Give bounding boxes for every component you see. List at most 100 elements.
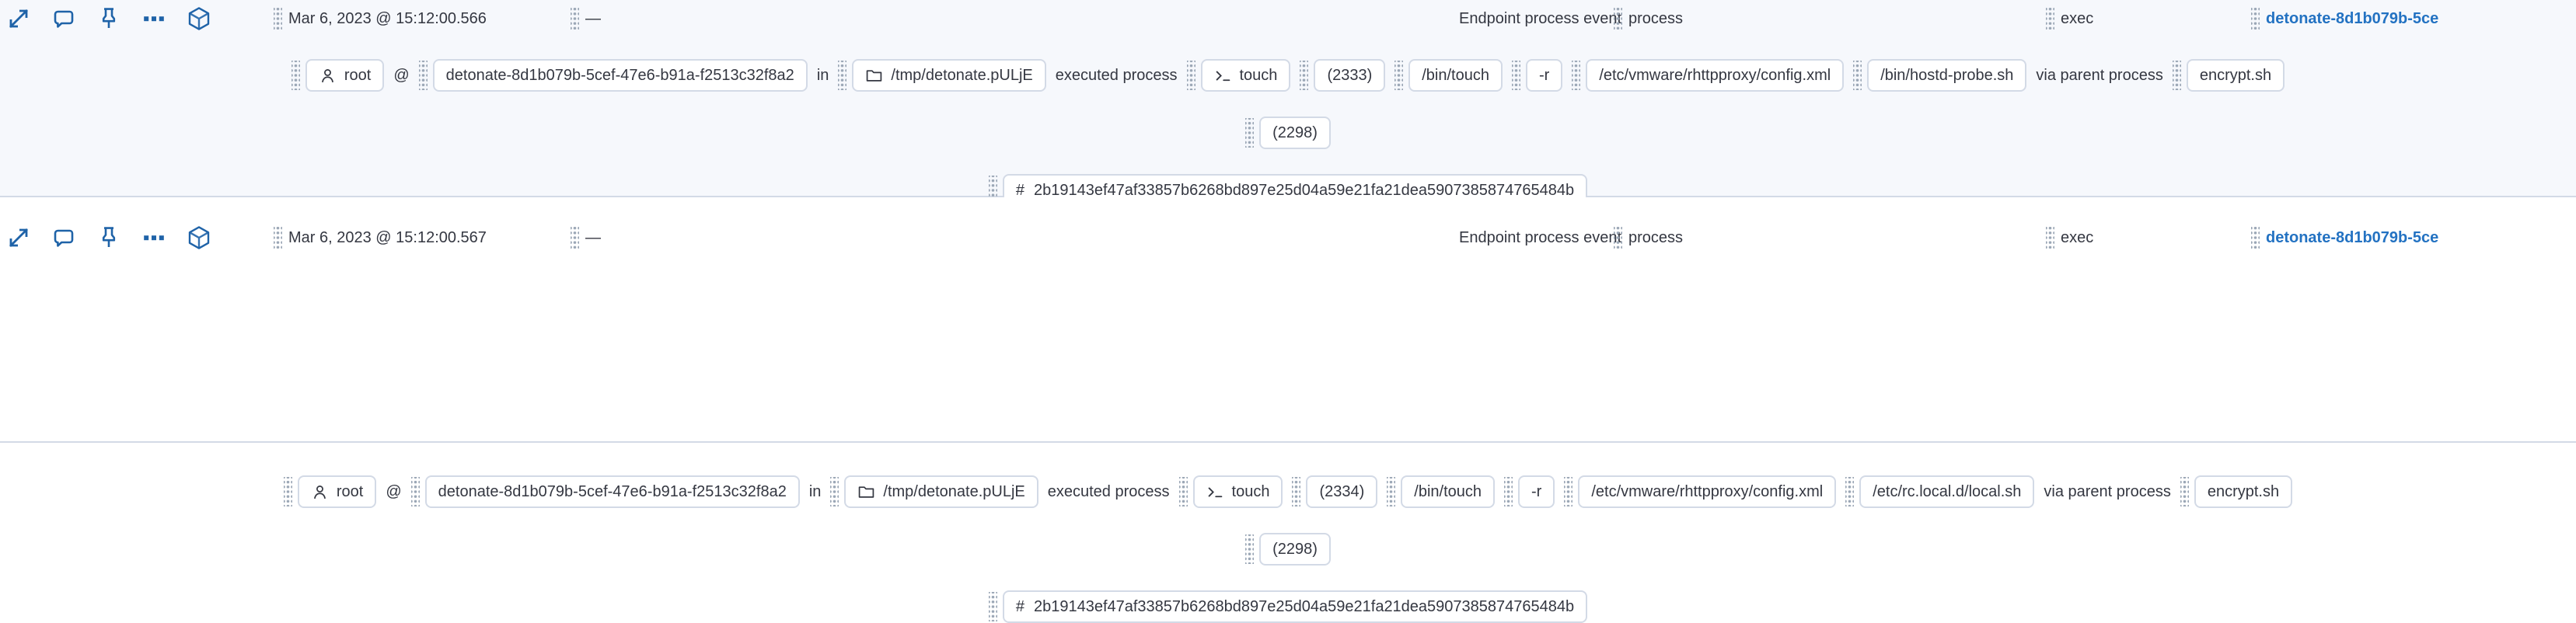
process-pid-badge[interactable]: (2334) [1306,475,1378,508]
drag-handle-icon[interactable] [1564,477,1573,506]
message-value: — [585,9,601,27]
host-name-cell[interactable]: detonate-8d1b079b-5ce [2251,2,2576,36]
drag-handle-icon[interactable] [291,61,300,90]
process-arg-badge[interactable]: -r [1518,475,1555,508]
drag-handle-icon[interactable] [1511,61,1520,90]
process-pid-field: (2333) [1300,59,1386,92]
host-field: detonate-8d1b079b-5cef-47e6-b91a-f2513c3… [418,59,808,92]
message-cell[interactable]: — [571,221,601,255]
event-category-cell[interactable]: process [1614,221,1683,255]
process-executable-badge[interactable]: /bin/touch [1408,59,1503,92]
user-name-badge[interactable]: root [297,475,377,508]
drag-handle-icon[interactable] [1186,61,1196,90]
event-category-cell[interactable]: process [1614,2,1683,36]
event-action-value: exec [2061,9,2094,27]
host-name-link[interactable]: detonate-8d1b079b-5ce [2266,228,2439,246]
more-actions-icon[interactable] [141,225,166,250]
drag-handle-icon[interactable] [2251,227,2260,249]
event-action-cell[interactable]: exec [2046,2,2093,36]
drag-handle-icon[interactable] [2172,61,2181,90]
comment-icon[interactable] [51,6,76,31]
timestamp-cell[interactable]: Mar 6, 2023 @ 15:12:00.566 [274,2,487,36]
process-name-badge[interactable]: touch [1200,59,1291,92]
working-directory-badge[interactable]: /tmp/detonate.pULjE [844,475,1038,508]
process-executable-badge[interactable]: /bin/touch [1401,475,1495,508]
user-icon [313,485,326,499]
parent-process-badge[interactable]: encrypt.sh [2194,475,2293,508]
drag-handle-icon[interactable] [1387,477,1396,506]
parent-pid-badge[interactable]: (2298) [1259,117,1331,149]
parent-pid: (2298) [1272,540,1318,558]
drag-handle-icon[interactable] [988,592,997,621]
process-arg-badge[interactable]: -r [1525,59,1563,92]
drag-handle-icon[interactable] [838,61,847,90]
in-word: in [816,66,829,84]
drag-handle-icon[interactable] [2180,477,2189,506]
drag-handle-icon[interactable] [1853,61,1862,90]
working-directory: /tmp/detonate.pULjE [883,482,1025,500]
drag-handle-icon[interactable] [1614,227,1622,249]
host-name-link[interactable]: detonate-8d1b079b-5ce [2266,9,2439,27]
expand-icon[interactable] [6,6,31,31]
timestamp-cell[interactable]: Mar 6, 2023 @ 15:12:00.567 [274,221,487,255]
more-actions-icon[interactable] [141,6,166,31]
hash-icon: # [1015,181,1024,199]
process-arg-badge[interactable]: /bin/hostd-probe.sh [1867,59,2027,92]
drag-handle-icon[interactable] [418,61,428,90]
event-timestamp: Mar 6, 2023 @ 15:12:00.566 [288,9,487,27]
drag-handle-icon[interactable] [571,8,579,30]
drag-handle-icon[interactable] [1292,477,1301,506]
drag-handle-icon[interactable] [1245,534,1255,564]
process-arg: /etc/rc.local.d/local.sh [1873,482,2022,500]
working-directory-badge[interactable]: /tmp/detonate.pULjE [852,59,1046,92]
process-executable: /bin/touch [1414,482,1482,500]
process-arg-badge[interactable]: /etc/rc.local.d/local.sh [1859,475,2035,508]
event-action-cell[interactable]: exec [2046,221,2093,255]
drag-handle-icon[interactable] [283,477,292,506]
folder-icon [867,69,882,82]
drag-handle-icon[interactable] [274,8,282,30]
process-arg-badge[interactable]: /etc/vmware/rhttpproxy/config.xml [1586,59,1845,92]
user-name-badge[interactable]: root [305,59,385,92]
host-name-badge[interactable]: detonate-8d1b079b-5cef-47e6-b91a-f2513c3… [424,475,800,508]
process-arg-badge[interactable]: /etc/vmware/rhttpproxy/config.xml [1578,475,1837,508]
drag-handle-icon[interactable] [2046,8,2054,30]
drag-handle-icon[interactable] [571,227,579,249]
drag-handle-icon[interactable] [1572,61,1581,90]
analyze-event-icon[interactable] [187,225,211,250]
process-event-renderer: root @ detonate-8d1b079b-5cef-47e6-b91a-… [68,59,2508,207]
drag-handle-icon[interactable] [1845,477,1855,506]
drag-handle-icon[interactable] [1300,61,1309,90]
message-value: — [585,228,601,246]
process-name-badge[interactable]: touch [1192,475,1283,508]
event-category-value: process [1628,9,1684,27]
drag-handle-icon[interactable] [1178,477,1188,506]
drag-handle-icon[interactable] [1614,8,1622,30]
pin-icon[interactable] [96,225,121,250]
comment-icon[interactable] [51,225,76,250]
expand-icon[interactable] [6,225,31,250]
process-hash-badge[interactable]: # 2b19143ef47af33857b6268bd897e25d04a59e… [1002,590,1588,623]
drag-handle-icon[interactable] [830,477,839,506]
analyze-event-icon[interactable] [187,6,211,31]
drag-handle-icon[interactable] [410,477,420,506]
drag-handle-icon[interactable] [1394,61,1404,90]
parent-process-badge[interactable]: encrypt.sh [2186,59,2285,92]
process-arg: /etc/vmware/rhttpproxy/config.xml [1599,66,1831,84]
host-name-badge[interactable]: detonate-8d1b079b-5cef-47e6-b91a-f2513c3… [432,59,808,92]
drag-handle-icon[interactable] [1245,118,1255,148]
event-timestamp: Mar 6, 2023 @ 15:12:00.567 [288,228,487,246]
pin-icon[interactable] [96,6,121,31]
drag-handle-icon[interactable] [2251,8,2260,30]
drag-handle-icon[interactable] [1504,477,1513,506]
via-parent-process-label: via parent process [2036,66,2163,84]
drag-handle-icon[interactable] [988,176,997,205]
parent-pid-badge[interactable]: (2298) [1259,533,1331,566]
drag-handle-icon[interactable] [274,227,282,249]
drag-handle-icon[interactable] [2046,227,2054,249]
host-name-cell[interactable]: detonate-8d1b079b-5ce [2251,221,2576,255]
process-event-renderer: root @ detonate-8d1b079b-5cef-47e6-b91a-… [68,475,2508,623]
message-cell[interactable]: — [571,2,601,36]
process-pid-badge[interactable]: (2333) [1314,59,1386,92]
process-arg-field: -r [1504,475,1555,508]
